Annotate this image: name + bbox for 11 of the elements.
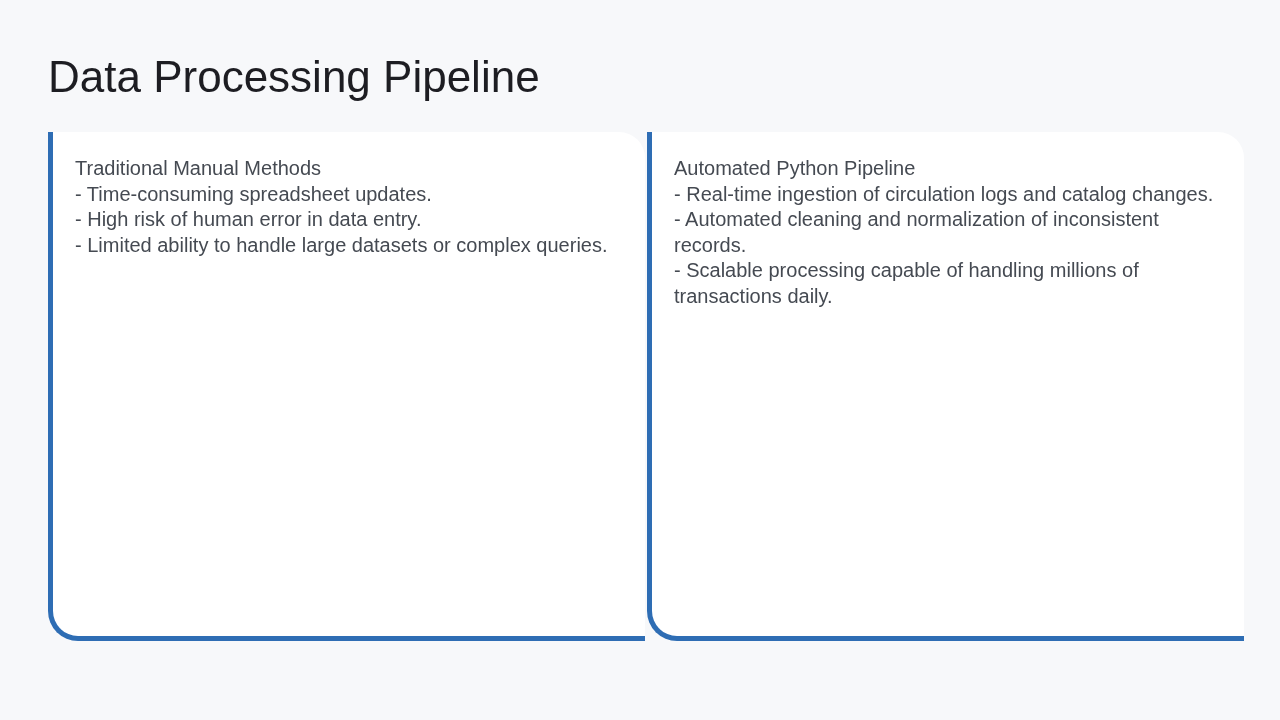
bullet-text: - Limited ability to handle large datasets or complex queries.: [75, 232, 609, 258]
bullet-text: - Real-time ingestion of circulation logs and catalog changes.: [674, 181, 1215, 207]
card-panel: [48, 132, 645, 641]
card-panel: [647, 132, 1244, 641]
bullet-text: - Scalable processing capable of handling millions of transactions daily.: [674, 258, 1140, 309]
bullet-text: - Automated cleaning and normalization of inconsistent records.: [674, 207, 1160, 258]
card-heading: Automated Python Pipeline: [674, 156, 917, 181]
bullet-text: - High risk of human error in data entry.: [75, 207, 423, 232]
card-heading: Traditional Manual Methods: [75, 156, 323, 181]
bullet-text: - Time-consuming spreadsheet updates.: [75, 181, 433, 207]
slide-title: Data Processing Pipeline: [48, 52, 540, 102]
